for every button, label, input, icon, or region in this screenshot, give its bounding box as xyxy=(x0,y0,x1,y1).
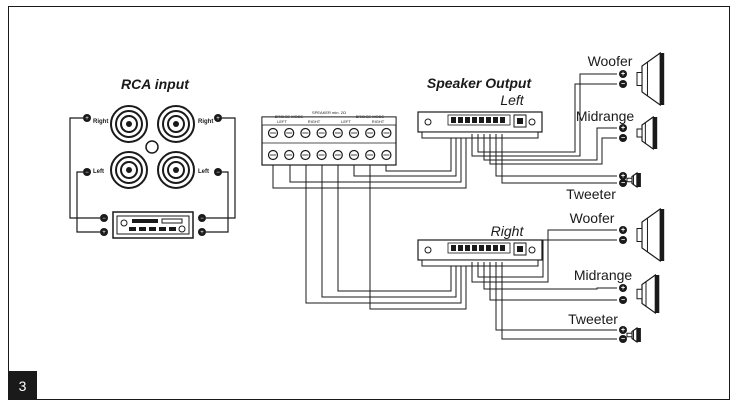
left-channel-label: Left xyxy=(500,92,524,108)
rca-input-title: RCA input xyxy=(121,76,190,92)
rca-label-bottom-right: Left xyxy=(198,169,209,175)
rca-jack-bottom-left xyxy=(110,151,148,189)
svg-text:+: + xyxy=(621,173,625,180)
woofer-icon xyxy=(636,207,665,263)
plus-terminal-icon xyxy=(619,226,627,234)
page-number-badge: 3 xyxy=(8,371,37,400)
svg-text:−: − xyxy=(621,336,625,343)
speaker-output-title: Speaker Output xyxy=(427,75,533,91)
ground-screw-icon xyxy=(145,140,159,154)
amp-ch-label-1: LEFT xyxy=(277,119,287,124)
right-woofer-label: Woofer xyxy=(570,210,615,226)
left-speaker-wires xyxy=(471,73,617,184)
amp-terminal-screws xyxy=(267,127,392,161)
woofer-icon xyxy=(636,51,665,107)
left-midrange-label: Midrange xyxy=(576,108,635,124)
svg-text:−: − xyxy=(102,216,106,222)
minus-terminal-icon xyxy=(619,134,627,142)
svg-text:−: − xyxy=(621,135,625,142)
minus-terminal-icon xyxy=(619,80,627,88)
crossover-right-icon xyxy=(417,239,543,267)
svg-text:−: − xyxy=(85,170,89,176)
amplifier-icon: SPEAKER min. 2Ω BRIDGE MODE BRIDGE MODE … xyxy=(261,110,397,166)
svg-text:+: + xyxy=(621,327,625,334)
rca-label-top-left: Right xyxy=(93,119,108,125)
right-speaker-wires xyxy=(471,229,617,340)
minus-terminal-icon xyxy=(619,296,627,304)
crossover-left-icon xyxy=(417,111,543,139)
amp-wires xyxy=(272,134,467,310)
svg-text:−: − xyxy=(621,180,625,187)
svg-text:+: + xyxy=(621,125,625,132)
left-tweeter-label: Tweeter xyxy=(566,186,616,202)
amp-sub-right: BRIDGE MODE xyxy=(356,114,385,119)
minus-terminal-icon xyxy=(619,179,627,187)
amp-ch-label-3: LEFT xyxy=(341,119,351,124)
svg-text:+: + xyxy=(621,227,625,234)
rca-jack-top-left xyxy=(110,105,148,143)
svg-text:−: − xyxy=(200,216,204,222)
amp-ch-label-4: RIGHT xyxy=(372,119,385,124)
right-midrange-label: Midrange xyxy=(574,267,633,283)
speaker-terminals: +−+−+−+−+−+− xyxy=(619,70,627,343)
amp-header: SPEAKER min. 2Ω xyxy=(312,110,346,115)
right-tweeter-label: Tweeter xyxy=(568,311,618,327)
midrange-icon xyxy=(636,115,658,151)
plus-terminal-icon xyxy=(619,70,627,78)
rca-input-section: RCA input + Right − xyxy=(69,76,236,239)
plus-terminal-icon xyxy=(619,326,627,334)
svg-text:+: + xyxy=(621,71,625,78)
svg-text:−: − xyxy=(216,170,220,176)
plus-terminal-icon xyxy=(619,124,627,132)
amp-ch-label-2: RIGHT xyxy=(308,119,321,124)
midrange-icon xyxy=(636,273,660,315)
svg-text:+: + xyxy=(85,116,89,122)
amp-sub-left: BRIDGE MODE xyxy=(275,114,304,119)
left-woofer-label: Woofer xyxy=(588,53,633,69)
rca-jack-top-right xyxy=(157,105,195,143)
right-channel-label: Right xyxy=(491,223,525,239)
tweeter-icon xyxy=(626,326,641,344)
diagram-frame xyxy=(8,6,730,400)
head-unit-icon xyxy=(112,211,194,239)
tweeter-icon xyxy=(626,171,641,189)
rca-label-top-right: Right xyxy=(198,119,213,125)
minus-terminal-icon xyxy=(619,236,627,244)
svg-text:+: + xyxy=(621,285,625,292)
rca-jack-bottom-right xyxy=(157,151,195,189)
svg-text:−: − xyxy=(621,297,625,304)
svg-text:+: + xyxy=(216,116,220,122)
plus-terminal-icon xyxy=(619,284,627,292)
rca-label-bottom-left: Left xyxy=(93,169,104,175)
speakers xyxy=(626,51,665,344)
minus-terminal-icon xyxy=(619,335,627,343)
plus-terminal-icon xyxy=(619,172,627,180)
svg-text:−: − xyxy=(621,81,625,88)
svg-text:+: + xyxy=(102,230,106,236)
svg-text:+: + xyxy=(200,230,204,236)
svg-text:−: − xyxy=(621,237,625,244)
